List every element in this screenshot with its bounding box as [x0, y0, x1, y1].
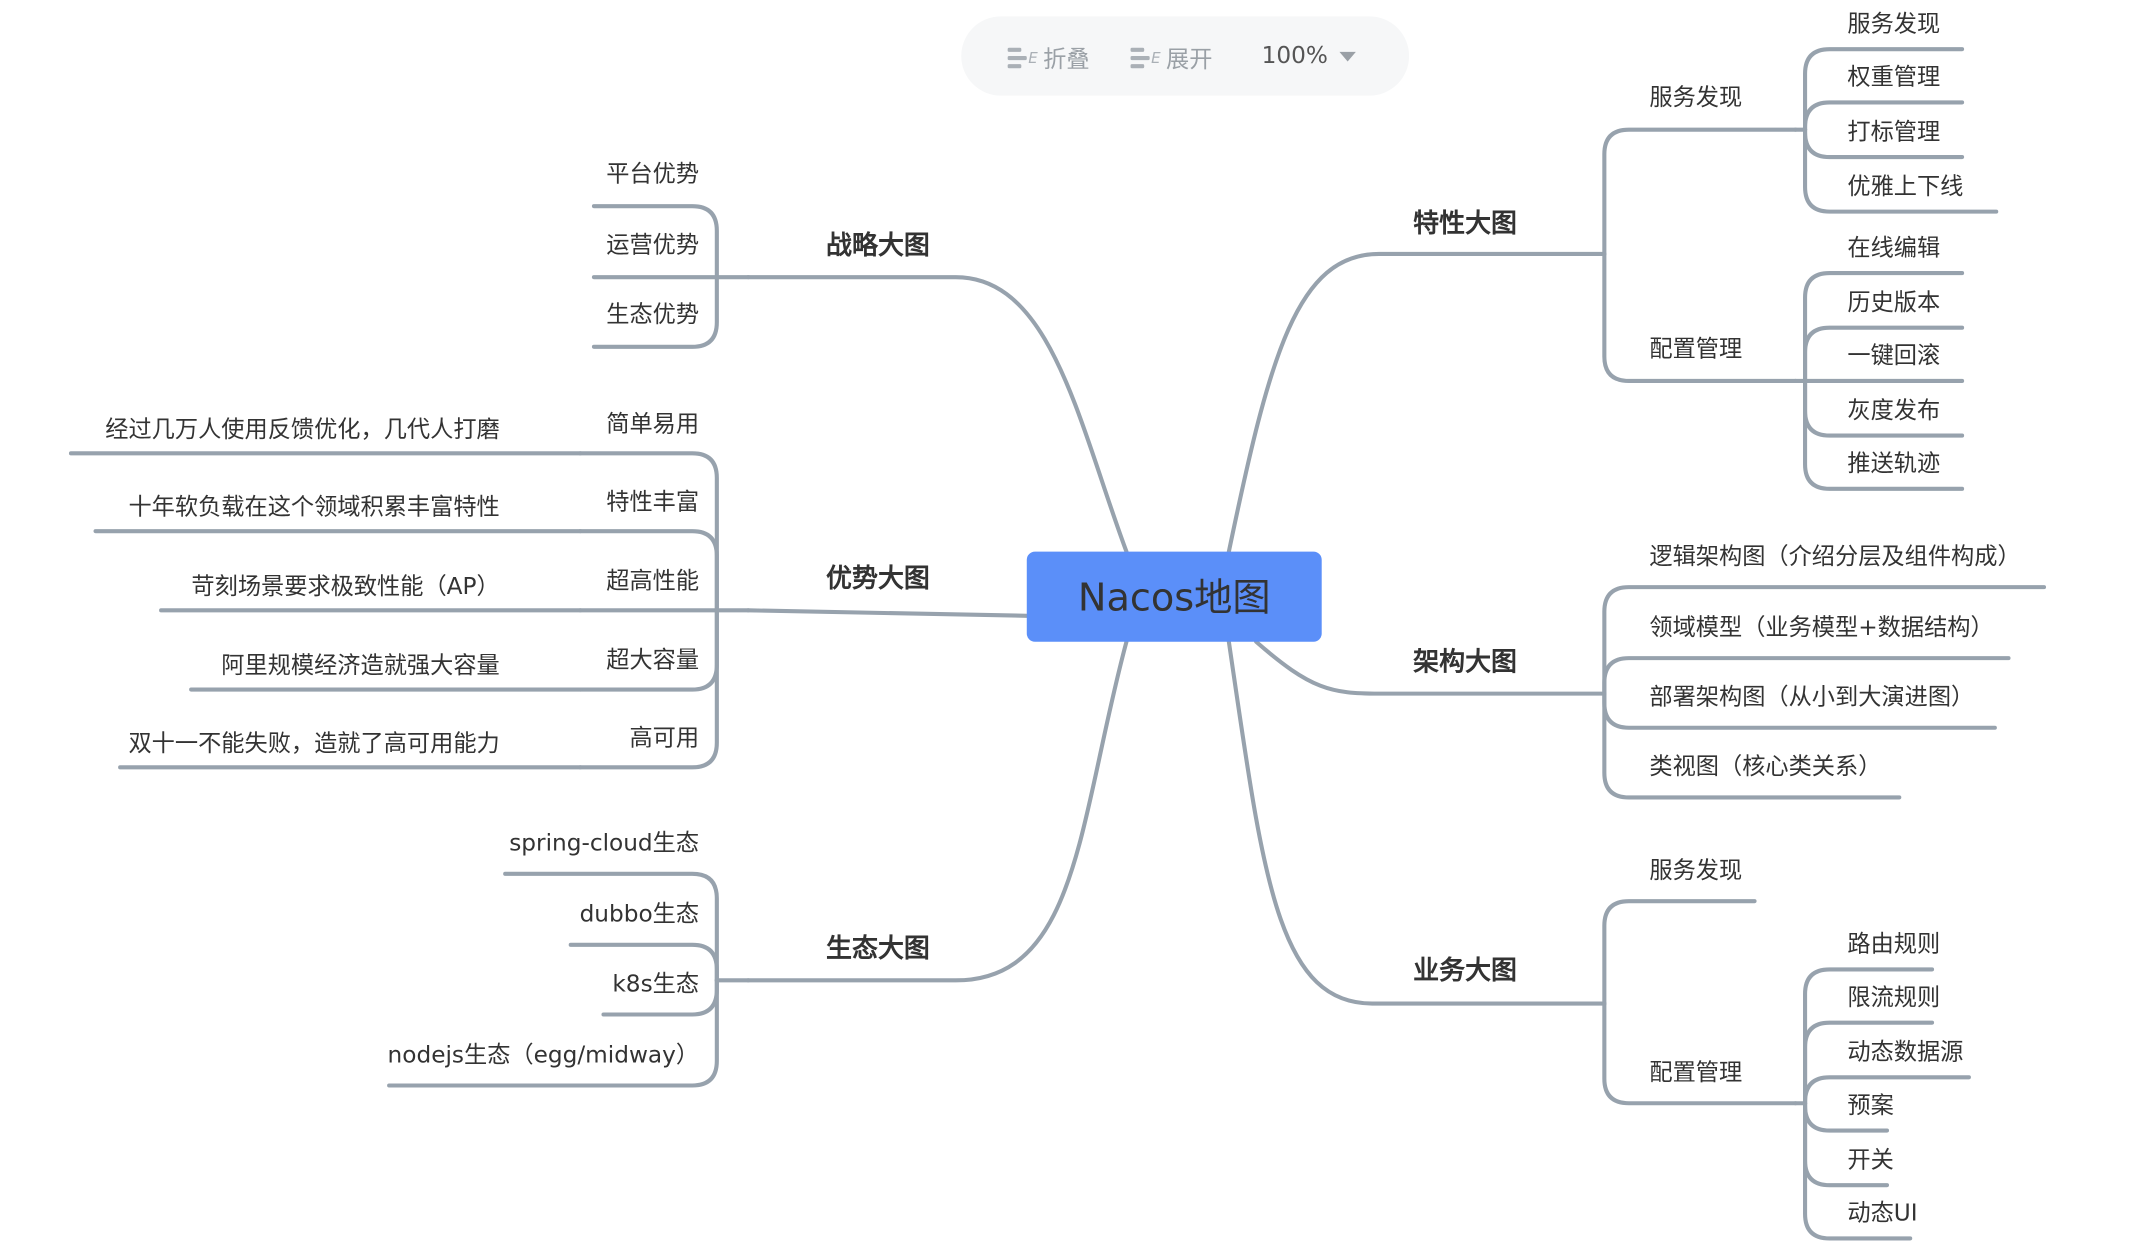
features-group-link-1 [1602, 251, 1798, 383]
business-group-1-item-5[interactable]: 动态UI [1847, 1200, 1917, 1227]
features-group-0-item-1[interactable]: 权重管理 [1847, 64, 1940, 91]
strategy-link-0 [591, 204, 719, 280]
root-node-label[interactable]: Nacos地图 [1078, 576, 1271, 620]
advantages-link-1 [578, 529, 719, 613]
business-group-1-item-2[interactable]: 动态数据源 [1847, 1039, 1963, 1066]
features-group-1-link-4 [1803, 378, 1965, 491]
features-group-0-item-3[interactable]: 优雅上下线 [1847, 173, 1963, 200]
features-group-1-item-3[interactable]: 灰度发布 [1847, 397, 1940, 424]
business-group-0-label[interactable]: 服务发现 [1649, 857, 1742, 884]
expand-button[interactable]: E 展开 [1130, 39, 1213, 74]
features-group-1-label[interactable]: 配置管理 [1649, 335, 1742, 362]
ecosystem-link-1 [568, 942, 719, 983]
branch-business-label[interactable]: 业务大图 [1413, 956, 1517, 986]
zoom-select[interactable]: 100% [1261, 42, 1356, 70]
features-group-0-label[interactable]: 服务发现 [1649, 84, 1742, 111]
features-group-link-0 [1602, 127, 1798, 257]
features-group-0-item-0[interactable]: 服务发现 [1847, 10, 1940, 37]
architecture-item-0[interactable]: 逻辑架构图（介绍分层及组件构成） [1649, 543, 2020, 570]
branch-strategy-label[interactable]: 战略大图 [826, 230, 930, 261]
advantages-detail-3[interactable]: 阿里规模经济造就强大容量 [221, 652, 499, 679]
ecosystem-item-1[interactable]: dubbo生态 [580, 901, 700, 928]
toolbar: E 折叠 E 展开 100% [961, 16, 1410, 96]
features-group-0-item-2[interactable]: 打标管理 [1847, 118, 1940, 145]
architecture-link-0 [1602, 585, 2047, 696]
advantages-item-0[interactable]: 简单易用 [606, 410, 699, 437]
features-group-1-item-1[interactable]: 历史版本 [1847, 289, 1940, 316]
branch-link-architecture [1254, 639, 1607, 696]
features-group-1-item-2[interactable]: 一键回滚 [1847, 342, 1940, 369]
ecosystem-item-0[interactable]: spring-cloud生态 [509, 830, 699, 857]
strategy-item-0[interactable]: 平台优势 [606, 161, 699, 188]
strategy-link-2 [591, 275, 719, 349]
collapse-label: 折叠 [1043, 45, 1090, 74]
features-group-1-item-4[interactable]: 推送轨迹 [1847, 450, 1940, 477]
features-group-0-link-3 [1803, 127, 1999, 214]
advantages-detail-4[interactable]: 双十一不能失败，造就了高可用能力 [128, 730, 499, 757]
branch-link-advantages [746, 608, 1029, 618]
advantages-item-4[interactable]: 高可用 [629, 725, 699, 752]
features-group-1-link-0 [1803, 271, 1965, 383]
branch-ecosystem-label[interactable]: 生态大图 [826, 933, 930, 964]
branch-link-ecosystem [746, 639, 1129, 983]
ecosystem-link-0 [503, 871, 719, 983]
advantages-detail-2[interactable]: 苛刻场景要求极致性能（AP） [191, 573, 499, 600]
chevron-down-icon [1338, 51, 1356, 61]
advantages-item-3[interactable]: 超大容量 [606, 647, 699, 674]
strategy-item-1[interactable]: 运营优势 [606, 232, 699, 259]
zoom-value: 100% [1261, 42, 1329, 70]
business-group-1-link-1 [1803, 1020, 1935, 1106]
strategy-item-2[interactable]: 生态优势 [606, 301, 699, 328]
business-group-1-item-4[interactable]: 开关 [1847, 1146, 1893, 1173]
features-group-0-link-0 [1803, 47, 1965, 132]
business-link-1 [1602, 1001, 1798, 1106]
architecture-link-1 [1602, 656, 2011, 696]
business-group-1-item-3[interactable]: 预案 [1847, 1092, 1893, 1119]
business-group-1-link-5 [1803, 1101, 1913, 1241]
advantages-link-4 [578, 608, 719, 770]
features-group-1-item-0[interactable]: 在线编辑 [1847, 234, 1940, 261]
advantages-detail-1[interactable]: 十年软负载在这个领域积累丰富特性 [128, 494, 499, 521]
expand-icon: E [1130, 45, 1161, 69]
branch-features-label[interactable]: 特性大图 [1413, 208, 1517, 239]
branch-link-features [1226, 251, 1607, 554]
architecture-item-1[interactable]: 领域模型（业务模型+数据结构） [1649, 614, 1993, 641]
collapse-button[interactable]: E 折叠 [1007, 39, 1090, 74]
collapse-icon: E [1007, 45, 1038, 69]
advantages-detail-0[interactable]: 经过几万人使用反馈优化，几代人打磨 [105, 416, 499, 443]
business-group-1-link-0 [1803, 967, 1935, 1106]
advantages-item-2[interactable]: 超高性能 [606, 567, 699, 594]
features-group-1-link-1 [1803, 325, 1965, 383]
business-link-0 [1602, 899, 1757, 1006]
expand-label: 展开 [1166, 45, 1213, 74]
branch-advantages-label[interactable]: 优势大图 [826, 564, 930, 594]
architecture-link-3 [1602, 691, 1902, 800]
ecosystem-item-2[interactable]: k8s生态 [612, 970, 699, 997]
branch-link-strategy [746, 275, 1129, 554]
advantages-link-0 [578, 451, 719, 613]
business-group-1-item-0[interactable]: 路由规则 [1847, 931, 1940, 958]
ecosystem-item-3[interactable]: nodejs生态（egg/midway） [388, 1041, 700, 1068]
ecosystem-link-3 [387, 978, 719, 1088]
branch-architecture-label[interactable]: 架构大图 [1413, 647, 1517, 677]
architecture-item-3[interactable]: 类视图（核心类关系） [1649, 753, 1881, 780]
root-node[interactable] [1026, 551, 1322, 642]
branch-link-business [1226, 639, 1607, 1006]
business-group-1-item-1[interactable]: 限流规则 [1847, 984, 1940, 1011]
architecture-item-2[interactable]: 部署架构图（从小到大演进图） [1649, 684, 1974, 711]
business-group-1-label[interactable]: 配置管理 [1649, 1059, 1742, 1086]
advantages-item-1[interactable]: 特性丰富 [606, 488, 699, 515]
features-group-0-link-1 [1803, 100, 1965, 132]
